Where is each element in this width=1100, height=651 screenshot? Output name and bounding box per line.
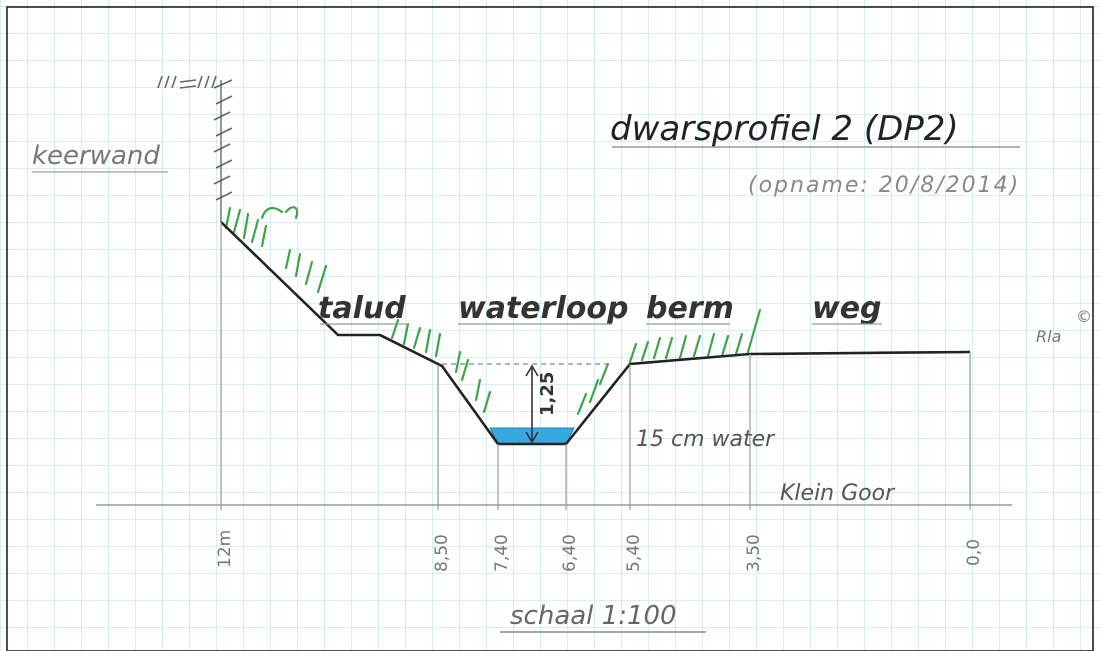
frame bbox=[6, 6, 1094, 651]
survey-date: (opname: 20/8/2014) bbox=[748, 173, 1020, 198]
distance-6-40: 6,40 bbox=[560, 534, 580, 572]
scale-label: schaal 1:100 bbox=[510, 601, 677, 631]
grass bbox=[224, 206, 762, 416]
distance-12m: 12m bbox=[215, 530, 235, 568]
drawing-title: dwarsprofiel 2 (DP2) bbox=[610, 109, 959, 149]
distance-3-50: 3,50 bbox=[744, 534, 764, 572]
keerwand-wall bbox=[157, 75, 233, 222]
label-keerwand: keerwand bbox=[32, 141, 160, 171]
label-waterloop: waterloop bbox=[458, 291, 628, 326]
distance-7-40: 7,40 bbox=[492, 534, 512, 572]
distance-0-0: 0,0 bbox=[964, 539, 984, 566]
author-signature: Rla bbox=[1036, 327, 1061, 346]
depth-arrow bbox=[525, 364, 539, 444]
label-berm: berm bbox=[646, 291, 734, 326]
distance-8-50: 8,50 bbox=[432, 534, 452, 572]
distance-5-40: 5,40 bbox=[624, 534, 644, 572]
projection-lines bbox=[220, 222, 971, 510]
depth-label: 1,25 bbox=[537, 372, 558, 416]
copyright-mark: © bbox=[1076, 307, 1092, 326]
label-weg: weg bbox=[812, 291, 882, 326]
water-depth-note: 15 cm water bbox=[636, 427, 776, 452]
label-talud: talud bbox=[318, 291, 406, 326]
place-name: Klein Goor bbox=[780, 481, 896, 506]
